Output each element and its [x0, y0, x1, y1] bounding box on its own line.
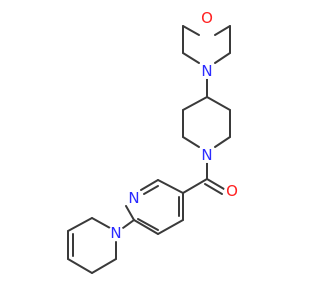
bond — [67, 217, 93, 232]
bond — [137, 218, 159, 231]
nitrogen-atom-label: N — [128, 189, 139, 207]
nitrogen-atom-label: N — [201, 62, 212, 80]
oxygen-atom-label: O — [226, 182, 238, 200]
nitrogen-atom-label: N — [110, 224, 121, 242]
bond — [157, 219, 184, 235]
bond — [206, 96, 231, 111]
atom-label-tetrahydropyridine-n: N — [108, 224, 124, 242]
bond — [122, 219, 135, 229]
bond — [206, 178, 225, 190]
atom-label-piperidine-n: N — [199, 146, 215, 164]
oxygen-atom-label: O — [201, 9, 213, 27]
bond — [182, 52, 200, 64]
bond — [214, 52, 231, 64]
bond — [133, 219, 159, 235]
bond — [140, 179, 159, 191]
bond — [143, 185, 159, 195]
bonds — [67, 25, 231, 274]
atom-label-pyridine-n: N — [126, 189, 142, 207]
atom-labels: O N N O N N — [108, 9, 240, 242]
bond — [204, 183, 223, 195]
bond — [125, 205, 135, 221]
atom-label-morpholine-o: O — [199, 9, 215, 27]
bond — [91, 258, 117, 274]
bond — [157, 179, 184, 194]
bond — [182, 25, 200, 36]
bond — [214, 136, 231, 148]
atom-label-carbonyl-o: O — [224, 182, 240, 200]
molecule-structure: O N N O N N — [67, 9, 240, 274]
bond — [182, 178, 208, 194]
bond — [214, 25, 231, 36]
nitrogen-atom-label: N — [201, 146, 212, 164]
bond — [182, 136, 200, 148]
bond — [67, 258, 93, 274]
bond — [91, 217, 111, 229]
atom-label-morpholine-n: N — [199, 62, 215, 80]
bond — [182, 96, 208, 111]
